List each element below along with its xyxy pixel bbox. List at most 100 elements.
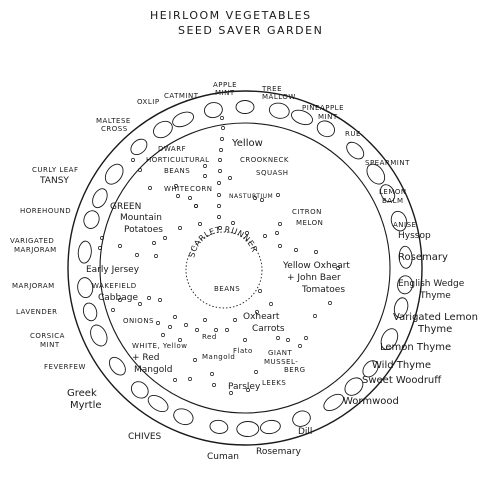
scarlet-runner-label: SCARLET RUNNER — [187, 225, 259, 259]
bed-tomatoes-1: Yellow Oxheart — [283, 261, 350, 271]
seed-dot — [328, 301, 332, 305]
border-stone — [90, 324, 108, 347]
bed-giant-leeks-2: MUSSEL- — [264, 358, 299, 366]
bed-white-yellow-red-mangold-1: WHITE, Yellow — [132, 342, 188, 350]
border-stone — [316, 120, 335, 138]
seed-dot — [163, 236, 167, 240]
plant-maltese-cross-2: CROSS — [101, 125, 128, 133]
seed-dot — [304, 336, 308, 340]
seed-dot — [152, 241, 156, 245]
seed-dot — [278, 222, 282, 226]
plant-rue: RUE — [345, 130, 361, 138]
plant-wormwood: Wormwood — [343, 396, 399, 407]
bed-red-mangold-2: Mangold — [202, 353, 236, 361]
border-stone — [130, 138, 148, 156]
plant-varigated-lemon-thyme-1: Varigated Lemon — [393, 312, 478, 323]
bed-white-corn-1: WHITE — [164, 185, 190, 193]
seed-dot — [231, 221, 235, 225]
plant-pineapple-mint-2: MINT — [318, 113, 338, 121]
bed-potatoes-2: Mountain — [120, 213, 162, 223]
outer-garden-circle — [67, 90, 423, 446]
seed-dot — [111, 308, 115, 312]
plant-apple-mint-1: APPLE — [213, 81, 238, 89]
plant-varigated-marjoram-2: MARJORAM — [14, 246, 57, 254]
seed-dot — [218, 226, 222, 230]
seed-dot — [276, 336, 280, 340]
plant-wild-thyme: Wild Thyme — [372, 360, 432, 371]
bed-potatoes-1: GREEN — [110, 202, 142, 212]
plant-greek-myrtle-1: Greek — [67, 388, 97, 399]
plant-marjoram: MARJORAM — [12, 282, 55, 290]
border-stone — [291, 109, 313, 126]
plant-corsica-mint-1: CORSICA — [30, 332, 65, 340]
bed-flato: Flato — [233, 347, 253, 355]
seed-dot — [217, 193, 221, 197]
seed-dot — [218, 169, 222, 173]
seed-dot — [298, 344, 302, 348]
seed-dot — [178, 338, 182, 342]
bed-potatoes-3: Potatoes — [124, 225, 163, 235]
seed-dot — [138, 302, 142, 306]
seed-dot — [154, 254, 158, 258]
border-stone — [260, 419, 281, 435]
seed-dot — [138, 168, 142, 172]
seed-dot — [253, 196, 257, 200]
plant-sweet-woodruff: Sweet Woodruff — [362, 375, 442, 386]
border-stone — [77, 277, 94, 299]
seed-dot — [173, 378, 177, 382]
bed-squash-2: CROOKNECK — [240, 156, 289, 164]
bed-oxheart-carrots-1: Oxheart — [243, 312, 280, 322]
plant-apple-mint-2: MINT — [215, 89, 235, 97]
plant-horehound: HOREHOUND — [20, 207, 72, 215]
seed-dot — [336, 266, 340, 270]
bed-squash-3: SQUASH — [256, 169, 289, 177]
bed-onions: ONIONS — [123, 317, 154, 325]
plant-oxlip: OXLIP — [137, 98, 160, 106]
plant-varigated-marjoram-1: VARIGATED — [10, 237, 55, 245]
garden-title-line1: HEIRLOOM VEGETABLES — [150, 9, 312, 22]
seed-dot — [246, 388, 250, 392]
plant-tree-mallow-1: TREE — [262, 85, 282, 93]
seed-dot — [314, 250, 318, 254]
bed-wakefield: WAKEFIELD — [92, 282, 137, 290]
border-stone — [390, 210, 408, 232]
border-stone — [209, 419, 229, 434]
border-stone — [204, 102, 223, 119]
border-stone — [380, 184, 396, 203]
seed-dot — [278, 244, 282, 248]
seed-dot — [220, 116, 224, 120]
plant-catmint: CATMINT — [164, 92, 199, 100]
seed-dot — [118, 298, 122, 302]
center-bean-circle — [185, 231, 263, 309]
border-stone — [366, 163, 386, 185]
seed-dot — [233, 318, 237, 322]
seed-dot — [203, 318, 207, 322]
plant-curly-tansy-2: TANSY — [40, 176, 69, 186]
seed-dot — [229, 391, 233, 395]
seed-dot — [118, 244, 122, 248]
plant-english-wedge-thyme-1: English Wedge — [398, 279, 465, 289]
seed-dot — [313, 314, 317, 318]
seed-dot — [178, 226, 182, 230]
plant-rosemary-right: Rosemary — [398, 252, 448, 263]
plant-pineapple-mint-1: PINEAPPLE — [302, 104, 344, 112]
bed-giant-leeks-1: GIANT — [268, 349, 293, 357]
seed-dot — [255, 310, 259, 314]
seed-dot — [131, 158, 135, 162]
seed-dot — [220, 137, 224, 141]
seed-dot — [217, 215, 221, 219]
border-stone — [268, 102, 290, 119]
bed-white-yellow-red-mangold-3: Mangold — [134, 365, 173, 375]
seed-dot — [210, 372, 214, 376]
border-stone — [236, 421, 260, 437]
border-stone — [108, 356, 126, 376]
seed-dot — [217, 181, 221, 185]
seed-dot — [173, 315, 177, 319]
border-stone — [323, 393, 345, 411]
border-stone — [147, 394, 169, 413]
seed-dot — [260, 198, 264, 202]
seed-dot — [194, 204, 198, 208]
border-stone — [82, 302, 98, 322]
seed-dot — [98, 246, 102, 250]
plant-english-wedge-thyme-2: Thyme — [420, 291, 451, 301]
